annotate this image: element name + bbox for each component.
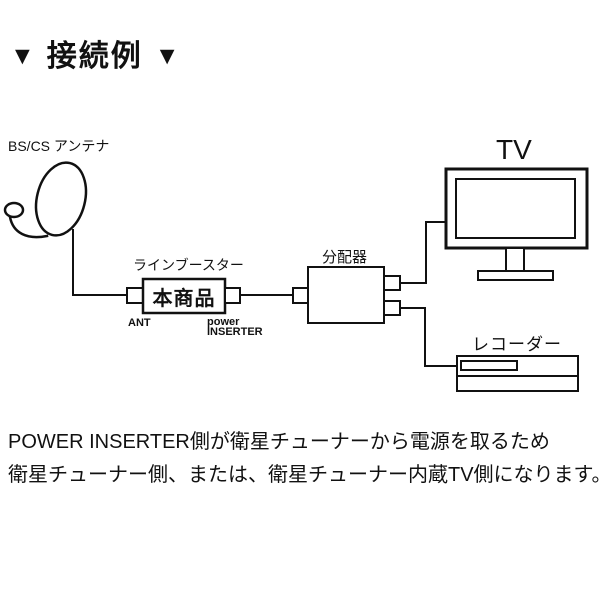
booster-ant-connector: [126, 287, 144, 304]
power-inserter-port-label: power INSERTER: [207, 316, 263, 338]
satellite-dish-icon: [3, 161, 88, 239]
cable-splitter-to-tv: [399, 221, 447, 284]
recorder-icon: [456, 355, 579, 392]
splitter-box: [307, 266, 385, 324]
down-triangle-icon: ▼: [154, 42, 180, 70]
tv-label: TV: [496, 134, 532, 165]
splitter-output-bottom-connector: [383, 300, 401, 316]
cable-antenna-to-booster: [72, 229, 128, 296]
booster-label: ラインブースター: [133, 257, 244, 273]
tv-stand-base: [477, 270, 554, 281]
recorder-disc-slot: [460, 360, 518, 371]
booster-power-connector: [224, 287, 241, 304]
cable-splitter-to-recorder: [399, 307, 458, 367]
product-label: 本商品: [152, 287, 216, 310]
explanatory-note: POWER INSERTER側が衛星チューナーから電源を取るため 衛星チューナー…: [8, 426, 600, 492]
tv-stand-neck: [505, 247, 525, 272]
tv-icon: [444, 167, 589, 281]
splitter-label: 分配器: [322, 249, 368, 266]
dish-feed-arm: [8, 215, 49, 239]
splitter-output-top-connector: [383, 275, 401, 291]
splitter-input-connector: [292, 287, 309, 304]
lnb-icon: [3, 201, 25, 219]
power-port-label-line1: power: [207, 316, 240, 328]
note-line-2: 衛星チューナー側、または、衛星チューナー内蔵TV側になります。: [8, 464, 600, 486]
down-triangle-icon: ▼: [10, 42, 35, 70]
antenna-label: BS/CS アンテナ: [8, 138, 110, 154]
ant-port-label: ANT: [128, 317, 151, 329]
page-title: ▼ 接続例 ▼: [10, 40, 180, 73]
recorder-label: レコーダー: [472, 335, 562, 354]
power-port-label-line2: INSERTER: [207, 326, 263, 338]
note-line-1: POWER INSERTER側が衛星チューナーから電源を取るため: [8, 431, 550, 453]
page-title-text: 接続例: [46, 40, 143, 73]
